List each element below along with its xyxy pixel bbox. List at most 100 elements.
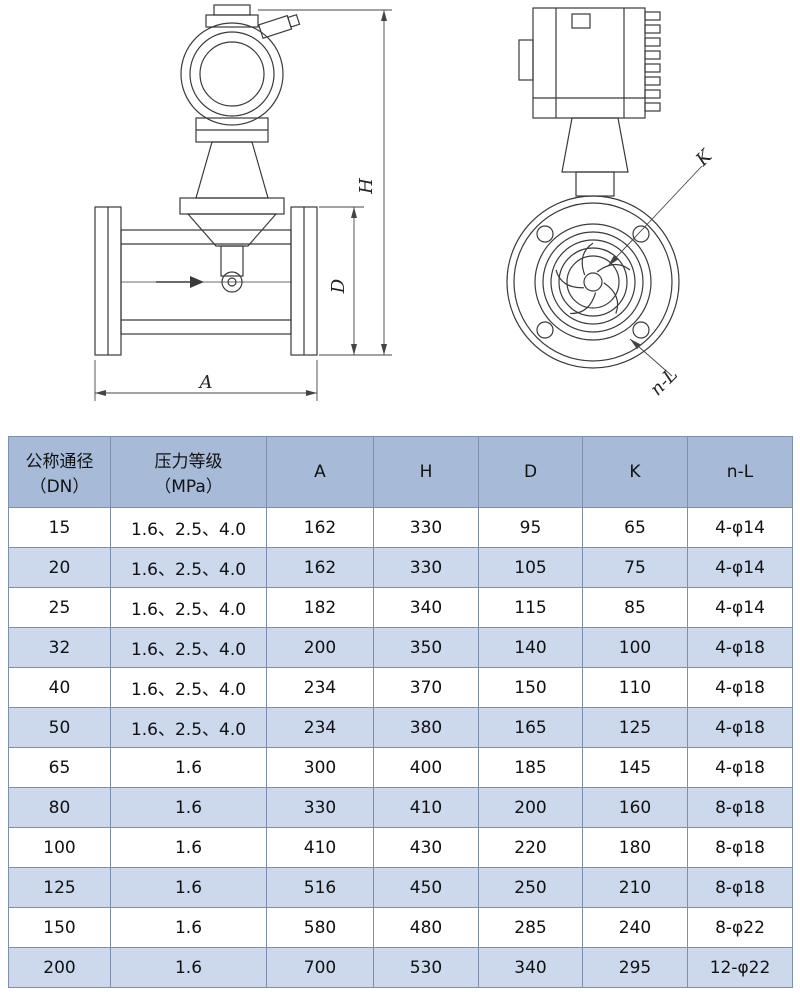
neck-lower bbox=[186, 213, 278, 247]
table-cell: 65 bbox=[582, 507, 688, 548]
dimension-label-h: H bbox=[356, 178, 377, 195]
table-cell: 480 bbox=[373, 907, 479, 948]
table-cell: 410 bbox=[373, 787, 479, 828]
table-cell: 110 bbox=[582, 667, 688, 708]
sensor-stem bbox=[220, 245, 244, 277]
table-cell: 100 bbox=[582, 627, 688, 668]
table-cell: 1.6 bbox=[110, 867, 267, 908]
table-cell: 285 bbox=[478, 907, 583, 948]
dimension-lines-front bbox=[94, 9, 392, 401]
col-header-h: H bbox=[373, 436, 479, 508]
col-header-dn-line1: 公称通径 bbox=[25, 452, 94, 472]
table-cell: 430 bbox=[373, 827, 479, 868]
display-ring-outer bbox=[180, 22, 284, 126]
table-cell: 162 bbox=[266, 547, 374, 588]
table-cell: 1.6、2.5、4.0 bbox=[110, 587, 267, 628]
table-cell: 1.6 bbox=[110, 947, 267, 988]
col-header-dn-line2: （DN） bbox=[29, 477, 90, 497]
table-cell: 340 bbox=[373, 587, 479, 628]
table-cell: 162 bbox=[266, 507, 374, 548]
table-header-row: 公称通径 （DN） 压力等级 （MPa） A H D K n-L bbox=[8, 436, 793, 508]
table-cell: 220 bbox=[478, 827, 583, 868]
turbine-blades bbox=[555, 242, 631, 315]
col-header-d: D bbox=[478, 436, 583, 508]
table-cell: 75 bbox=[582, 547, 688, 588]
table-cell: 8-φ22 bbox=[687, 907, 793, 948]
dimension-label-d: D bbox=[328, 278, 349, 294]
col-header-k: K bbox=[582, 436, 688, 508]
dimension-label-a: A bbox=[198, 372, 213, 393]
flange-outer bbox=[506, 195, 680, 369]
col-header-pressure: 压力等级 （MPa） bbox=[110, 436, 267, 508]
neck-plate bbox=[179, 197, 285, 215]
table-cell: 8-φ18 bbox=[687, 827, 793, 868]
neck-side bbox=[561, 117, 629, 173]
technical-drawing: H D A bbox=[0, 0, 800, 432]
table-cell: 182 bbox=[266, 587, 374, 628]
table-cell: 105 bbox=[478, 547, 583, 588]
table-cell: 1.6、2.5、4.0 bbox=[110, 507, 267, 548]
table-cell: 32 bbox=[8, 627, 111, 668]
table-cell: 185 bbox=[478, 747, 583, 788]
table-cell: 234 bbox=[266, 667, 374, 708]
table-cell: 12-φ22 bbox=[687, 947, 793, 988]
table-cell: 160 bbox=[582, 787, 688, 828]
table-cell: 240 bbox=[582, 907, 688, 948]
table-cell: 145 bbox=[582, 747, 688, 788]
table-cell: 165 bbox=[478, 707, 583, 748]
col-header-a: A bbox=[266, 436, 374, 508]
table-cell: 580 bbox=[266, 907, 374, 948]
table-cell: 25 bbox=[8, 587, 111, 628]
table-cell: 330 bbox=[373, 507, 479, 548]
display-ring-mid bbox=[189, 31, 275, 117]
table-cell: 330 bbox=[373, 547, 479, 588]
table-cell: 4-φ18 bbox=[687, 667, 793, 708]
table-cell: 200 bbox=[478, 787, 583, 828]
table-cell: 200 bbox=[266, 627, 374, 668]
table-cell: 1.6 bbox=[110, 787, 267, 828]
table-cell: 85 bbox=[582, 587, 688, 628]
col-header-dn: 公称通径 （DN） bbox=[8, 436, 111, 508]
table-cell: 50 bbox=[8, 707, 111, 748]
dimension-lines-side bbox=[607, 165, 703, 377]
table-cell: 180 bbox=[582, 827, 688, 868]
table-cell: 95 bbox=[478, 507, 583, 548]
table-cell: 1.6 bbox=[110, 907, 267, 948]
table-cell: 700 bbox=[266, 947, 374, 988]
table-cell: 1.6 bbox=[110, 747, 267, 788]
flowmeter-drawing-svg: H D A bbox=[94, 4, 717, 401]
col-header-pressure-line2: （MPa） bbox=[154, 477, 223, 497]
table-cell: 380 bbox=[373, 707, 479, 748]
dimension-label-k: K bbox=[691, 145, 717, 171]
table-cell: 516 bbox=[266, 867, 374, 908]
table-cell: 65 bbox=[8, 747, 111, 788]
table-cell: 8-φ18 bbox=[687, 867, 793, 908]
table-cell: 1.6 bbox=[110, 827, 267, 868]
side-view bbox=[506, 7, 680, 369]
table-cell: 4-φ18 bbox=[687, 627, 793, 668]
table-cell: 1.6、2.5、4.0 bbox=[110, 547, 267, 588]
top-cap bbox=[213, 4, 251, 16]
table-cell: 100 bbox=[8, 827, 111, 868]
table-cell: 410 bbox=[266, 827, 374, 868]
table-cell: 150 bbox=[478, 667, 583, 708]
housing-side bbox=[532, 7, 646, 119]
table-cell: 295 bbox=[582, 947, 688, 988]
col-header-pressure-line1: 压力等级 bbox=[154, 452, 223, 472]
table-cell: 125 bbox=[582, 707, 688, 748]
table-cell: 210 bbox=[582, 867, 688, 908]
table-cell: 340 bbox=[478, 947, 583, 988]
